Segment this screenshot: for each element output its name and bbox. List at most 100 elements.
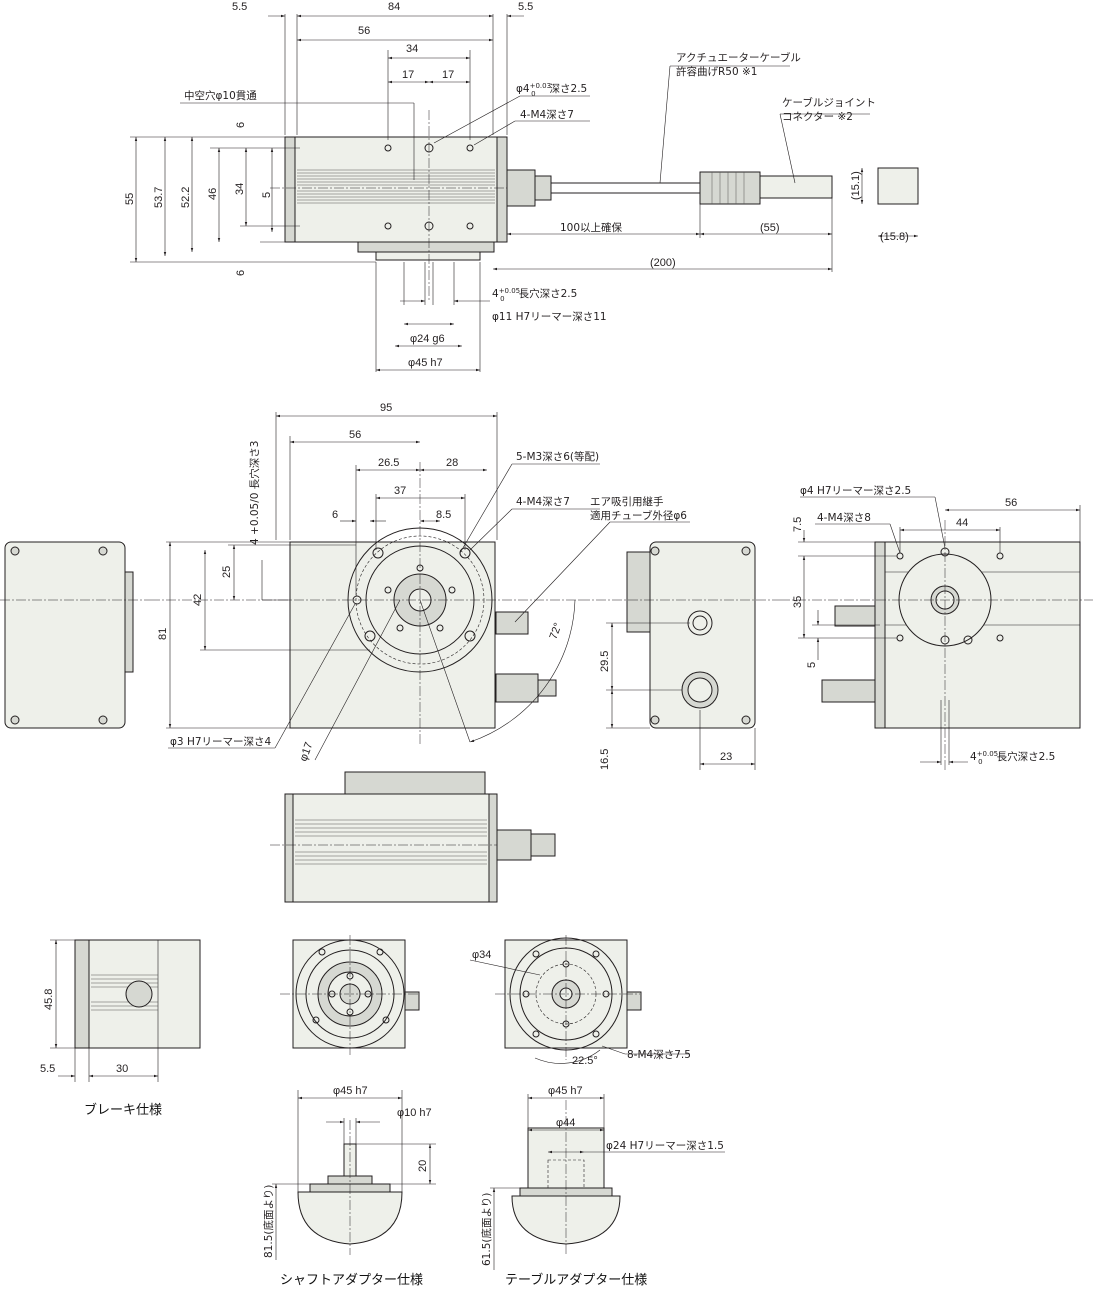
brake-caption: ブレーキ仕様 xyxy=(84,1102,162,1118)
cable-nut xyxy=(534,175,552,201)
dim-6-front: 6 xyxy=(332,509,338,521)
dim-46: 46 xyxy=(207,188,219,200)
dim-15-8: (15.8) xyxy=(880,231,909,243)
dim-34-vertical: 34 xyxy=(234,183,246,195)
dim-20: 20 xyxy=(417,1160,429,1172)
air-label-1: エア吸引用継手 xyxy=(590,495,664,508)
dim-5-5-right: 5.5 xyxy=(518,1,533,13)
shaft-adapter-top-view xyxy=(280,935,420,1055)
dim-52-2: 52.2 xyxy=(180,187,192,208)
m3-label: 5-M3深さ6(等配) xyxy=(516,450,599,463)
dim-phi17: φ17 xyxy=(298,741,316,763)
cable-joint-connector xyxy=(699,171,761,205)
dim-56-right: 56 xyxy=(1005,497,1017,509)
cable-fitting-front xyxy=(495,673,539,703)
left-end-boss xyxy=(124,571,134,673)
left-end-view xyxy=(4,541,126,729)
dim-23: 23 xyxy=(720,751,732,763)
brake-view: 45.8 5.5 30 ブレーキ仕様 xyxy=(40,939,201,1118)
table-adapter-side-view: φ45 h7 φ44 φ24 H7リーマー深さ1.5 61.5(底面より) テー… xyxy=(480,1085,725,1288)
dim-phi45-table: φ45 h7 xyxy=(548,1085,583,1097)
cable-fitting xyxy=(506,169,536,207)
dim-22-5-degrees: 22.5° xyxy=(572,1055,598,1067)
mount-hole xyxy=(384,222,392,230)
mount-hole xyxy=(466,222,474,230)
m4-front-label: 4-M4深さ7 xyxy=(516,496,570,508)
table-adapter-caption: テーブルアダプター仕様 xyxy=(505,1272,647,1288)
reamer3-label: φ3 H7リーマー深さ4 xyxy=(170,736,272,748)
dim-5-right: 5 xyxy=(806,662,818,668)
dim-44-right: 44 xyxy=(956,517,968,529)
dim-phi10: φ10 h7 xyxy=(397,1107,432,1119)
hollow-hole-label: 中空穴φ10貫通 xyxy=(184,89,257,102)
dim-45-8: 45.8 xyxy=(43,989,55,1010)
connector-label-1: ケーブルジョイント xyxy=(782,96,876,109)
side-view: 29.5 16.5 23 xyxy=(580,541,780,770)
dim-phi45: φ45 h7 xyxy=(408,357,443,369)
dim-25: 25 xyxy=(221,566,233,578)
shaft-adapter-side-view: φ45 h7 φ10 h7 20 81.5(底面より) シャフトアダプター仕様 xyxy=(262,1085,436,1288)
reamer24-label: φ24 H7リーマー深さ1.5 xyxy=(606,1140,724,1152)
connector-plug xyxy=(759,175,833,199)
dim-72-degrees: 72° xyxy=(548,621,565,641)
dim-42: 42 xyxy=(192,594,204,606)
connector-label-2: コネクター ※2 xyxy=(782,111,853,123)
reamer11-label: φ11 H7リーマー深さ11 xyxy=(492,311,607,323)
m4-adapter-label: 8-M4深さ7.5 xyxy=(627,1049,691,1061)
dim-phi24: φ24 g6 xyxy=(410,333,445,345)
bottom-view xyxy=(270,771,556,903)
mount-hole xyxy=(384,144,392,152)
air-port xyxy=(687,610,713,636)
brake-release xyxy=(125,980,153,1008)
mount-hole xyxy=(466,144,474,152)
dim-phi45-shaft: φ45 h7 xyxy=(333,1085,368,1097)
air-label-2: 適用チューブ外径φ6 xyxy=(590,509,687,522)
dim-56: 56 xyxy=(358,25,370,37)
dim-100: 100以上確保 xyxy=(560,221,623,234)
dim-phi44: φ44 xyxy=(556,1117,575,1129)
dim-26-5: 26.5 xyxy=(378,457,399,469)
right-view: φ4 H7リーマー深さ2.5 56 7.5 4-M4深さ8 44 35 5 4+… xyxy=(780,485,1093,770)
dim-200: (200) xyxy=(650,257,676,269)
dim-95: 95 xyxy=(380,402,392,414)
dim-84: 84 xyxy=(388,1,400,13)
top-view-endcap-right xyxy=(496,136,508,243)
m4-top-label: 4-M4深さ7 xyxy=(520,109,574,121)
reamer4-label: φ4 H7リーマー深さ2.5 xyxy=(800,485,911,497)
dim-phi34: φ34 xyxy=(472,949,491,961)
dim-55-paren: (55) xyxy=(760,222,780,234)
dim-55: 55 xyxy=(124,193,136,205)
front-view: 95 56 26.5 28 37 6 8.5 5-M3深さ6(等配) 4-M4深… xyxy=(0,402,690,763)
dim-81: 81 xyxy=(157,628,169,640)
dim-5: 5 xyxy=(261,192,273,198)
flange xyxy=(357,241,495,253)
cable-label-1: アクチュエーターケーブル xyxy=(676,51,801,64)
dim-53-7: 53.7 xyxy=(153,187,165,208)
air-fitting xyxy=(495,611,529,635)
table-adapter-top-view: φ34 22.5° 8-M4深さ7.5 xyxy=(469,935,691,1067)
dim-37: 37 xyxy=(394,485,406,497)
dim-35: 35 xyxy=(792,596,804,608)
dim-29-5: 29.5 xyxy=(599,651,611,672)
dim-5-5-brake: 5.5 xyxy=(40,1063,55,1075)
dim-30: 30 xyxy=(116,1063,128,1075)
dim-6-top: 6 xyxy=(235,122,247,128)
dim-5-5-left: 5.5 xyxy=(232,1,247,13)
dim-81-5: 81.5(底面より) xyxy=(262,1185,275,1258)
dim-17b: 17 xyxy=(442,69,454,81)
cable-label-2: 許容曲げR50 ※1 xyxy=(676,65,757,78)
dim-7-5: 7.5 xyxy=(792,517,804,532)
top-view-fins xyxy=(297,169,495,204)
dim-28: 28 xyxy=(446,457,458,469)
dim-15-1: (15.1) xyxy=(850,171,862,200)
dim-61-5: 61.5(底面より) xyxy=(480,1193,493,1266)
dim-34: 34 xyxy=(406,43,418,55)
connector-end-view xyxy=(877,167,919,205)
dim-8-5: 8.5 xyxy=(436,509,451,521)
dim-17a: 17 xyxy=(402,69,414,81)
slot-vertical-label: 4 +0.05/0 長穴深さ3 xyxy=(248,441,261,545)
